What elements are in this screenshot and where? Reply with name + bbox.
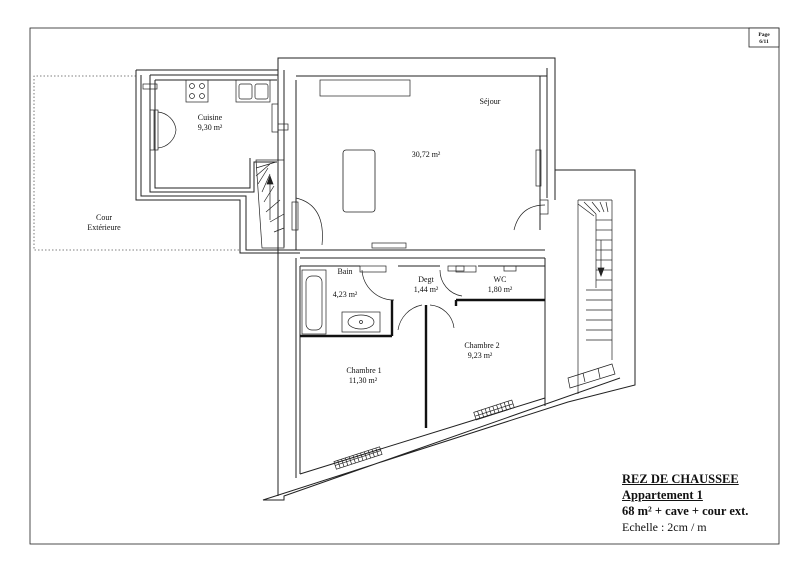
unit-summary: 68 m² + cave + cour ext. — [622, 504, 749, 518]
page-number: 6/11 — [759, 39, 769, 45]
stair-right — [567, 199, 616, 394]
room-name-wc: WC — [494, 275, 507, 284]
kitchen-window — [149, 109, 177, 151]
sheet-border — [29, 27, 780, 545]
room-name-bain: Bain — [337, 267, 352, 276]
stair-left — [255, 159, 285, 249]
page-number-box — [748, 27, 780, 48]
radiator — [447, 265, 465, 272]
room-name-degt: Degt — [418, 275, 434, 284]
scale-label: Echelle : 2cm / m — [622, 520, 707, 534]
radiator — [503, 265, 517, 272]
washbasin-icon — [341, 311, 381, 333]
sejour-walls — [295, 75, 547, 259]
page-label: Page — [758, 32, 770, 38]
kitchen-corner-box — [142, 83, 158, 90]
stove-icon — [185, 79, 209, 103]
door-arcs — [359, 265, 477, 331]
room-name-cour: Cour — [96, 213, 112, 222]
sejour-window-top — [319, 79, 411, 97]
room-name-chambre2: Chambre 2 — [464, 341, 499, 350]
unit-title: Appartement 1 — [622, 488, 703, 502]
kitchen-sink-icon — [235, 79, 271, 103]
room-area-sejour: 30,72 m² — [412, 150, 441, 159]
room-name-sejour: Séjour — [480, 97, 501, 106]
door-frame — [539, 199, 549, 215]
radiator — [371, 242, 407, 249]
room-area-cuisine: 9,30 m² — [198, 123, 223, 132]
room-area-wc: 1,80 m² — [488, 285, 513, 294]
room-area-degt: 1,44 m² — [414, 285, 439, 294]
room-area-chambre1: 11,30 m² — [349, 376, 378, 385]
chambre2-window — [473, 399, 515, 421]
room-area-chambre2: 9,23 m² — [468, 351, 493, 360]
bathtub-icon — [301, 269, 327, 335]
door-arc — [513, 204, 546, 231]
room-area-bain: 4,23 m² — [333, 290, 358, 299]
kitchen-walls — [149, 74, 278, 193]
dining-table-icon — [342, 149, 376, 213]
sejour-window-right — [535, 149, 542, 187]
room-name-cour-2: Extérieure — [87, 223, 121, 232]
room-name-chambre1: Chambre 1 — [346, 366, 381, 375]
level-title: REZ DE CHAUSSEE — [622, 472, 739, 486]
door-arc — [295, 197, 323, 246]
kitchen-door-frame — [271, 103, 289, 133]
chambre1-window — [333, 446, 383, 470]
radiator — [291, 201, 299, 231]
title-block: REZ DE CHAUSSEE Appartement 1 68 m² + ca… — [622, 471, 748, 535]
room-name-cuisine: Cuisine — [198, 113, 223, 122]
courtyard-outline — [33, 75, 240, 251]
thick-walls — [300, 298, 545, 428]
